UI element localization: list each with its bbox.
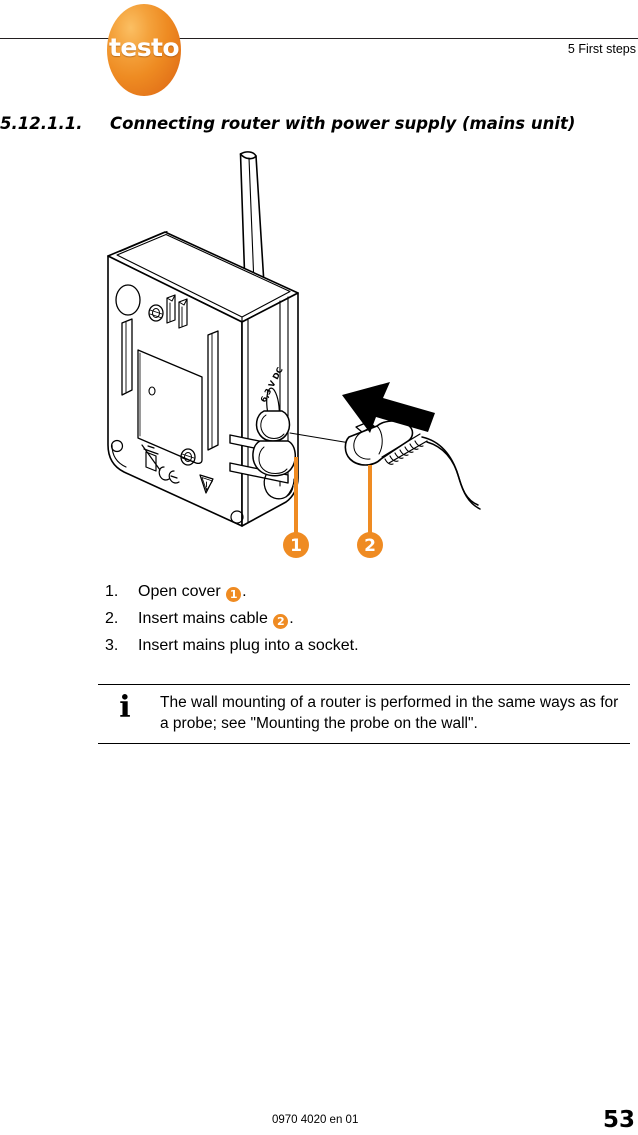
step-text: Insert mains plug into a socket. <box>138 637 359 654</box>
page-header: testo 5 First steps <box>0 0 638 100</box>
step-text: Open cover 1. <box>138 578 247 605</box>
section-title: Connecting router with power supply (mai… <box>110 114 576 133</box>
direction-arrow-icon <box>342 382 435 433</box>
instruction-step-list: 1. Open cover 1. 2. Insert mains cable 2… <box>100 578 530 659</box>
information-icon: i <box>119 690 131 725</box>
list-item: 2. Insert mains cable 2. <box>100 605 530 632</box>
callout-badge-1-label: 1 <box>290 536 302 556</box>
step-text-before: Open cover <box>138 583 226 600</box>
document-number: 0970 4020 en 01 <box>272 1114 359 1126</box>
ce-mark <box>158 466 180 484</box>
step-text-before: Insert mains cable <box>138 610 273 627</box>
router-power-supply-illustration: 6,3 V DC <box>90 145 490 565</box>
step-text: Insert mains cable 2. <box>138 605 294 632</box>
inline-callout-badge-1: 1 <box>226 587 242 602</box>
inline-callout-badge-2: 2 <box>273 614 289 629</box>
illustration-drawing: 6,3 V DC <box>107 151 481 558</box>
illustration-callouts: 1 2 <box>283 457 383 558</box>
router-front-features <box>115 284 219 494</box>
step-text-after: . <box>242 583 247 600</box>
info-note-box: i The wall mounting of a router is perfo… <box>98 684 630 744</box>
callout-badge-2 <box>357 532 383 558</box>
mains-plug <box>344 420 481 510</box>
testo-logo-wordmark: testo <box>109 33 180 62</box>
weee-symbol <box>141 444 161 472</box>
step-number: 1. <box>105 583 119 600</box>
header-section-label: 5 First steps <box>567 42 636 56</box>
callout-badge-1 <box>283 532 309 558</box>
testo-logo: testo <box>107 4 181 96</box>
page-title: 5.12.1.1. Connecting router with power s… <box>0 112 638 138</box>
list-item: 1. Open cover 1. <box>100 578 530 605</box>
step-text-after: . <box>289 610 294 627</box>
header-rule-right <box>178 38 638 39</box>
header-rule-left <box>0 38 110 39</box>
section-number: 5.12.1.1. <box>0 114 83 133</box>
callout-badge-2-label: 2 <box>364 536 376 556</box>
step-number: 3. <box>105 637 119 654</box>
info-note-text: The wall mounting of a router is perform… <box>160 694 619 732</box>
page-number: 53 <box>602 1107 635 1133</box>
list-item: 3. Insert mains plug into a socket. <box>100 632 530 659</box>
step-number: 2. <box>105 610 119 627</box>
page-footer: 0970 4020 en 01 53 <box>0 1091 638 1135</box>
warning-triangle-icon <box>199 474 214 494</box>
